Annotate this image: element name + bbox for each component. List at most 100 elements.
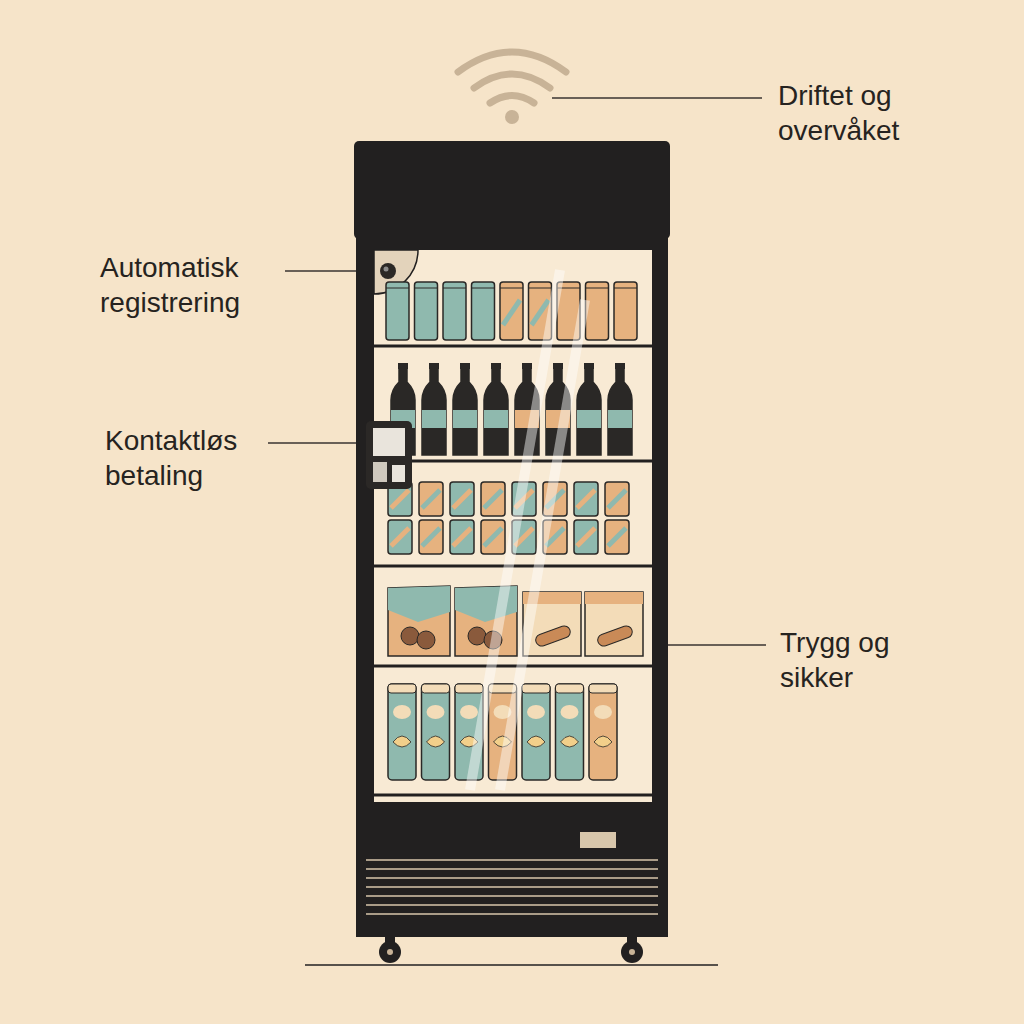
bottle-cap — [584, 363, 594, 369]
chip-tube — [589, 684, 617, 780]
can-stripe — [532, 300, 549, 325]
can-stripe — [453, 528, 471, 546]
bag-top — [388, 586, 450, 622]
tube-logo — [393, 705, 411, 719]
terminal-reader — [392, 465, 405, 482]
can — [481, 482, 505, 516]
can — [605, 520, 629, 554]
shelf — [374, 345, 652, 348]
wheel-hub — [629, 949, 635, 955]
callout-label: Kontaktløs betaling — [105, 423, 265, 493]
terminal-keypad — [373, 462, 387, 482]
bottle-cap — [491, 363, 501, 369]
tube-logo — [561, 705, 579, 719]
wheel — [379, 941, 401, 963]
can-rim — [443, 288, 466, 289]
chip-tube — [522, 684, 550, 780]
bottle — [422, 368, 446, 455]
bottle — [608, 368, 632, 455]
callout-label: Trygg og sikker — [780, 625, 930, 695]
shelf — [374, 794, 652, 797]
fridge-header — [354, 141, 670, 239]
bottle-cap — [429, 363, 439, 369]
can — [415, 282, 438, 340]
ground-line — [305, 964, 718, 966]
snack-bar — [596, 624, 634, 648]
tube-chip — [594, 736, 612, 747]
bottle — [484, 368, 508, 455]
vent-slot — [366, 904, 658, 906]
bottle-cap — [398, 363, 408, 369]
can — [605, 482, 629, 516]
tube-logo — [594, 705, 612, 719]
can — [574, 520, 598, 554]
snack-box — [585, 592, 643, 656]
shelf — [374, 665, 652, 668]
fridge-base — [356, 815, 668, 937]
tube-chip — [561, 736, 579, 747]
can — [419, 482, 443, 516]
bottle-cap — [615, 363, 625, 369]
bottle-cap — [522, 363, 532, 369]
bottle-label — [422, 410, 446, 428]
can-stripe — [422, 490, 440, 508]
vent-slot — [366, 859, 658, 861]
can-stripe — [453, 490, 471, 508]
leader-line — [654, 644, 766, 646]
cookie — [401, 627, 419, 645]
wifi-icon — [458, 52, 566, 103]
wifi-arc — [474, 74, 550, 88]
bottle-cap — [553, 363, 563, 369]
can — [500, 282, 523, 340]
callout-label: Automatisk registrering — [100, 250, 280, 320]
leader-line — [268, 442, 364, 444]
can-rim — [529, 288, 552, 289]
tube-lid — [388, 684, 416, 693]
box-lid — [585, 592, 643, 604]
tube-lid — [455, 684, 483, 693]
tube-logo — [527, 705, 545, 719]
terminal-screen — [373, 428, 405, 456]
can-rim — [586, 288, 609, 289]
can — [481, 520, 505, 554]
wifi-arc — [490, 96, 534, 104]
callout-label: Driftet og overvåket — [778, 78, 958, 148]
bottle-label — [453, 410, 477, 428]
vent-slot — [366, 913, 658, 915]
chip-tube — [556, 684, 584, 780]
glass-door — [374, 250, 652, 802]
can — [586, 282, 609, 340]
glass-reflection — [470, 270, 585, 790]
can — [419, 520, 443, 554]
base-badge — [580, 832, 616, 848]
tube-lid — [589, 684, 617, 693]
can — [450, 482, 474, 516]
can-stripe — [484, 490, 502, 508]
vent-grille — [366, 860, 658, 914]
leader-line — [552, 97, 762, 99]
can — [450, 520, 474, 554]
chip-tube — [422, 684, 450, 780]
can — [574, 482, 598, 516]
payment-terminal — [366, 421, 412, 489]
bottle-label — [484, 410, 508, 428]
can — [386, 282, 409, 340]
vent-slot — [366, 895, 658, 897]
can — [388, 520, 412, 554]
fridge-frame — [356, 238, 668, 818]
tube-lid — [556, 684, 584, 693]
wheel-hub — [387, 949, 393, 955]
camera-glint — [384, 267, 389, 272]
snack-bag — [388, 586, 450, 656]
can-stripe — [577, 528, 595, 546]
bottle-label — [608, 410, 632, 428]
can-rim — [500, 288, 523, 289]
cookie — [468, 627, 486, 645]
tube-logo — [460, 705, 478, 719]
can-stripe — [391, 528, 409, 546]
bottle — [577, 368, 601, 455]
chip-tube — [388, 684, 416, 780]
can-stripe — [577, 490, 595, 508]
tube-lid — [422, 684, 450, 693]
